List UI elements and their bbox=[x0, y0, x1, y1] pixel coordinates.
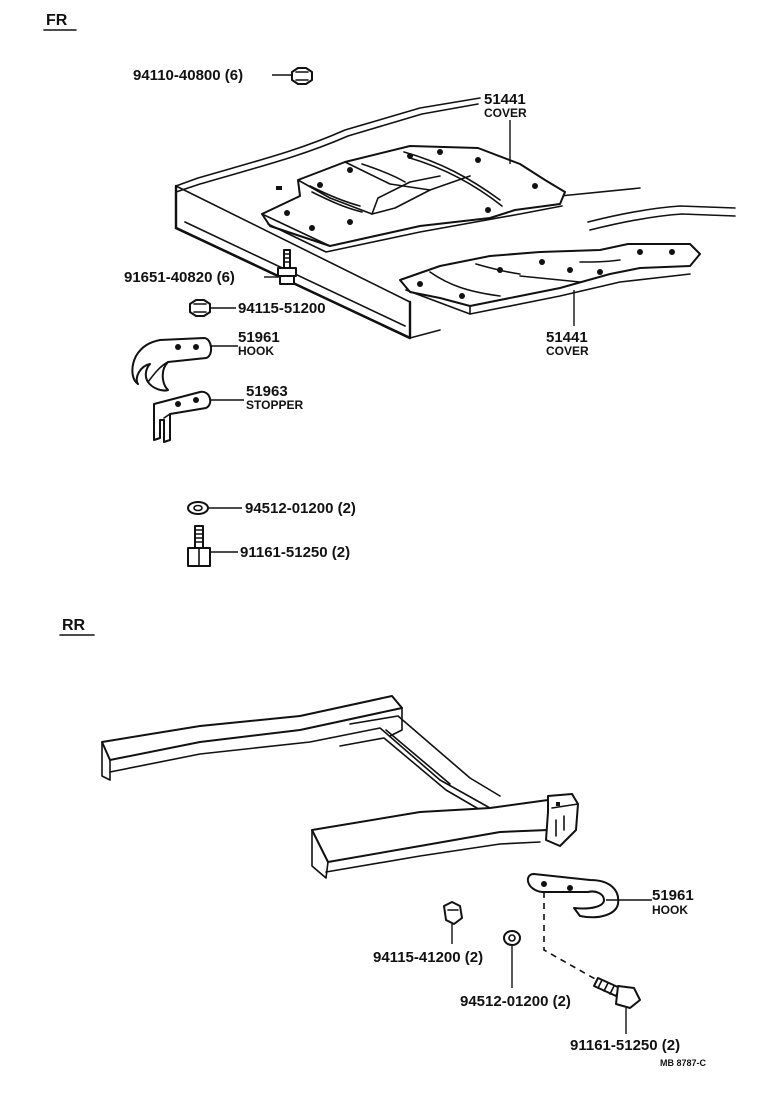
label-bolt-front: 91161-51250 (2) bbox=[240, 544, 350, 561]
front-frame bbox=[174, 97, 736, 340]
label-cover-lower-name: COVER bbox=[546, 344, 589, 358]
spring-washer-front bbox=[187, 501, 209, 515]
label-cover-lower-number: 51441 bbox=[546, 329, 588, 346]
flange-bolt-mid bbox=[277, 249, 297, 285]
label-hook-rear-number: 51961 bbox=[652, 887, 694, 904]
hex-nut-mid bbox=[189, 299, 211, 317]
label-washer-front: 94512-01200 (2) bbox=[245, 500, 356, 517]
tow-hook-rear bbox=[526, 873, 620, 919]
section-label-front: FR bbox=[46, 12, 68, 29]
section-label-rear: RR bbox=[62, 617, 86, 634]
spring-washer-rear bbox=[503, 930, 521, 946]
cover-lower bbox=[399, 243, 701, 315]
label-hook-front-name: HOOK bbox=[238, 344, 274, 358]
hex-bolt-rear bbox=[593, 977, 641, 1009]
rear-frame bbox=[101, 695, 579, 879]
hex-bolt-front bbox=[187, 525, 211, 567]
hex-nut-rear bbox=[443, 901, 463, 925]
frame-hole bbox=[276, 186, 282, 190]
label-nut-top: 94110-40800 (6) bbox=[133, 67, 243, 84]
rear-section: RR 51961 HOOK bbox=[59, 617, 707, 1068]
label-nut-rear: 94115-41200 (2) bbox=[373, 949, 483, 966]
label-hook-front-number: 51961 bbox=[238, 329, 280, 346]
label-stopper-number: 51963 bbox=[246, 383, 288, 400]
front-section: FR bbox=[43, 12, 736, 567]
label-bolt-rear: 91161-51250 (2) bbox=[570, 1037, 680, 1054]
cover-upper bbox=[261, 145, 566, 253]
label-hook-rear-name: HOOK bbox=[652, 903, 688, 917]
label-cover-upper-number: 51441 bbox=[484, 91, 526, 108]
label-washer-rear: 94512-01200 (2) bbox=[460, 993, 571, 1010]
label-cover-upper-name: COVER bbox=[484, 106, 527, 120]
label-stopper-name: STOPPER bbox=[246, 398, 303, 412]
drawing-code: MB 8787-C bbox=[660, 1058, 707, 1068]
stopper-bracket bbox=[153, 390, 212, 443]
label-nut-mid: 94115-51200 bbox=[238, 300, 326, 317]
label-bolt-mid: 91651-40820 (6) bbox=[124, 269, 235, 286]
hex-nut-top bbox=[291, 67, 313, 85]
tow-hook-front bbox=[131, 337, 212, 392]
